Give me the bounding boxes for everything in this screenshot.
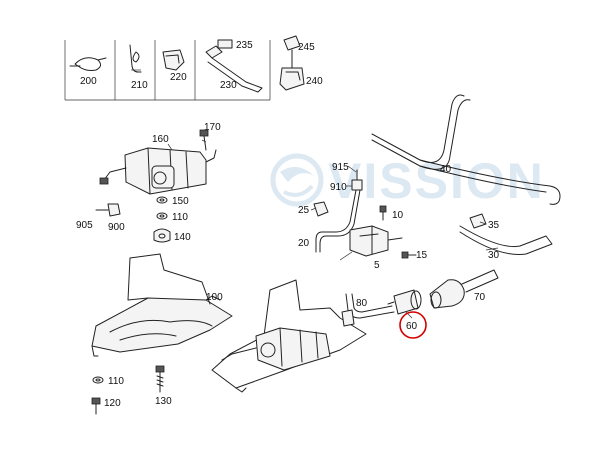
part-label: 80 xyxy=(356,298,368,309)
part-label: 230 xyxy=(220,80,237,91)
part-80-hose-icon xyxy=(341,293,395,327)
part-230-cable-tie-icon xyxy=(205,39,263,93)
part-label: 35 xyxy=(488,220,500,231)
part-label: 200 xyxy=(80,76,97,87)
part-label: 240 xyxy=(306,76,323,87)
part-label: 130 xyxy=(155,396,172,407)
part-label: 160 xyxy=(152,134,169,145)
part-25-clip-icon xyxy=(313,201,329,217)
watermark: VISSION xyxy=(270,153,545,209)
part-5-valve-icon xyxy=(349,225,403,257)
part-140-grommet-icon xyxy=(153,228,171,243)
part-160-compressor-pump-icon xyxy=(99,147,217,195)
part-label: 20 xyxy=(298,238,310,249)
part-label: 110 xyxy=(108,376,124,387)
part-label: 235 xyxy=(236,40,253,51)
leader-lines xyxy=(167,139,499,319)
part-label: 210 xyxy=(131,80,148,91)
part-label: 110 xyxy=(172,212,188,223)
watermark-text: VISSION xyxy=(328,153,545,209)
highlight-callout-ring xyxy=(399,311,427,339)
part-label: 915 xyxy=(332,162,349,173)
part-label: 25 xyxy=(298,205,310,216)
vission-logo-icon xyxy=(270,153,324,207)
part-label: 120 xyxy=(104,398,121,409)
part-40-pipe-icon xyxy=(371,94,561,205)
part-220-clip-icon xyxy=(162,49,185,71)
part-label: 5 xyxy=(374,260,380,271)
part-label: 15 xyxy=(416,250,428,261)
part-70-silencer-icon xyxy=(429,269,499,309)
part-35-clip-icon xyxy=(469,213,487,229)
part-170-screw-icon xyxy=(199,129,209,151)
part-label: 70 xyxy=(474,292,486,303)
part-60-filter-icon xyxy=(387,289,422,315)
part-label: 40 xyxy=(440,164,452,175)
part-label: 150 xyxy=(172,196,189,207)
part-label: 100 xyxy=(206,292,223,303)
part-labels: 200 210 220 230 235 240 245 160 170 150 … xyxy=(76,40,500,409)
part-label: 140 xyxy=(174,232,191,243)
assembled-compressor-unit-icon xyxy=(211,279,367,393)
small-parts-table xyxy=(64,40,271,101)
part-label: 910 xyxy=(330,182,347,193)
part-110-washer-lower-icon xyxy=(92,376,104,384)
part-label: 170 xyxy=(204,122,221,133)
part-30-hose-icon xyxy=(459,225,553,256)
part-100-mounting-bracket-icon xyxy=(91,253,233,357)
part-210-clamp-icon xyxy=(129,44,142,73)
part-110-washer-icon xyxy=(156,212,168,220)
part-910-fitting-icon xyxy=(351,169,363,191)
part-10-screw-icon xyxy=(379,205,387,221)
part-240-holder-icon xyxy=(279,35,305,91)
part-label: 245 xyxy=(298,42,315,53)
part-150-washer-icon xyxy=(156,196,168,204)
part-200-clip-icon xyxy=(69,57,107,71)
part-20-pipe-icon xyxy=(315,189,361,253)
part-label: 905 xyxy=(76,220,93,231)
part-label: 30 xyxy=(488,250,500,261)
part-label: 10 xyxy=(392,210,404,221)
callout-label: 60 xyxy=(406,321,418,332)
part-130-bolt-icon xyxy=(155,365,165,393)
part-900-bracket-icon xyxy=(95,203,121,217)
part-label: 220 xyxy=(170,72,187,83)
part-120-screw-icon xyxy=(91,397,101,415)
part-label: 900 xyxy=(108,222,125,233)
